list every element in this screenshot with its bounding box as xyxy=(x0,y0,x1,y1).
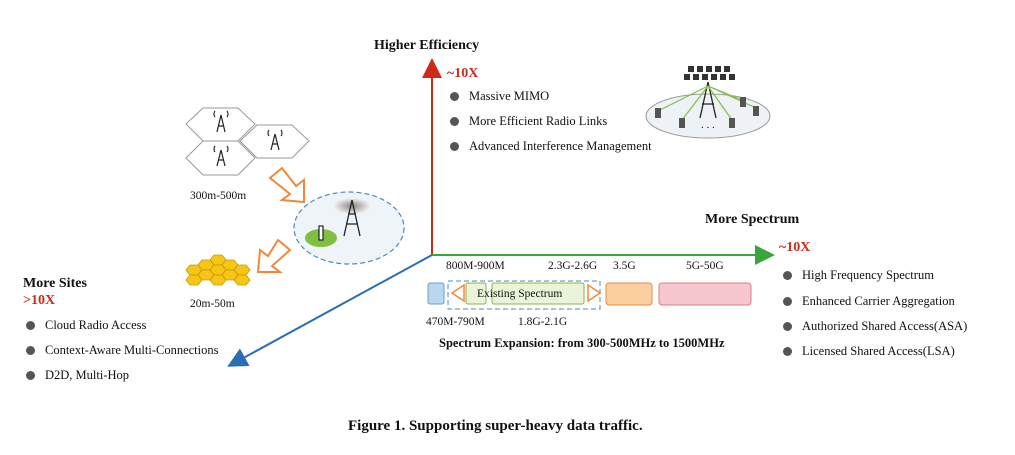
spectrum-item: High Frequency Spectrum xyxy=(783,268,934,283)
band-label: 470M-790M xyxy=(426,316,485,328)
band-470-790 xyxy=(427,282,445,305)
efficiency-item-label: Massive MIMO xyxy=(469,89,550,103)
small-cells-cluster-icon xyxy=(185,254,251,286)
band-label: 1.8G-2.1G xyxy=(518,316,568,328)
band-3-5g xyxy=(605,282,653,306)
bullet-icon xyxy=(26,321,35,330)
bullet-icon xyxy=(783,347,792,356)
spectrum-item-label: Enhanced Carrier Aggregation xyxy=(802,294,955,308)
spectrum-item: Authorized Shared Access(ASA) xyxy=(783,319,967,334)
spectrum-item: Enhanced Carrier Aggregation xyxy=(783,294,955,309)
band-5-50g xyxy=(658,282,752,306)
spectrum-heading: More Spectrum xyxy=(705,212,800,227)
sites-item: Cloud Radio Access xyxy=(26,318,146,333)
bullet-icon xyxy=(450,92,459,101)
spectrum-item-label: Licensed Shared Access(LSA) xyxy=(802,344,955,358)
spectrum-item: Licensed Shared Access(LSA) xyxy=(783,344,955,359)
spectrum-factor: ~10X xyxy=(779,240,811,255)
svg-text:. . .: . . . xyxy=(701,119,715,131)
existing-spectrum-group xyxy=(447,280,601,310)
sites-item: D2D, Multi-Hop xyxy=(26,368,129,383)
massive-mimo-icon: . . . xyxy=(645,66,771,139)
efficiency-item: Massive MIMO xyxy=(450,89,549,104)
band-800-900 xyxy=(465,282,487,305)
efficiency-factor: ~10X xyxy=(447,66,479,81)
large-cell-label: 300m-500m xyxy=(190,190,247,202)
spectrum-item-label: High Frequency Spectrum xyxy=(802,268,934,282)
band-label: 3.5G xyxy=(613,260,636,272)
sites-item-label: Cloud Radio Access xyxy=(45,318,147,332)
efficiency-item-label: Advanced Interference Management xyxy=(469,139,652,153)
macro-tower-icon xyxy=(343,199,361,237)
small-tower-icon xyxy=(213,110,283,167)
bullet-icon xyxy=(783,322,792,331)
band-label: 800M-900M xyxy=(446,260,505,272)
efficiency-item-label: More Efficient Radio Links xyxy=(469,114,608,128)
bullet-icon xyxy=(783,271,792,280)
band-label: 5G-50G xyxy=(686,260,724,272)
band-label: 2.3G-2.6G xyxy=(548,260,598,272)
sites-factor: >10X xyxy=(23,293,56,308)
spectrum-item-label: Authorized Shared Access(ASA) xyxy=(802,319,968,333)
sites-heading: More Sites xyxy=(23,276,87,291)
small-cell-icon xyxy=(318,225,324,241)
orange-arrow-down-left-icon xyxy=(256,238,292,273)
bullet-icon xyxy=(450,142,459,151)
efficiency-item: Advanced Interference Management xyxy=(450,139,652,154)
efficiency-heading: Higher Efficiency xyxy=(374,38,480,53)
existing-spectrum-label: Existing Spectrum xyxy=(477,288,563,300)
large-cells-icon xyxy=(185,107,310,176)
bullet-icon xyxy=(450,117,459,126)
sites-item-label: Context-Aware Multi-Connections xyxy=(45,343,219,357)
spectrum-expansion-title: Spectrum Expansion: from 300-500MHz to 1… xyxy=(439,336,725,350)
band-1800-2100 xyxy=(491,282,585,305)
efficiency-item: More Efficient Radio Links xyxy=(450,114,607,129)
bullet-icon xyxy=(26,371,35,380)
bullet-icon xyxy=(26,346,35,355)
small-cell-label: 20m-50m xyxy=(190,298,235,310)
sites-item: Context-Aware Multi-Connections xyxy=(26,343,218,358)
bullet-icon xyxy=(783,297,792,306)
sites-item-label: D2D, Multi-Hop xyxy=(45,368,130,382)
sites-axis xyxy=(227,254,433,367)
orange-arrow-down-icon xyxy=(268,166,305,204)
figure-caption: Figure 1. Supporting super-heavy data tr… xyxy=(348,418,643,434)
